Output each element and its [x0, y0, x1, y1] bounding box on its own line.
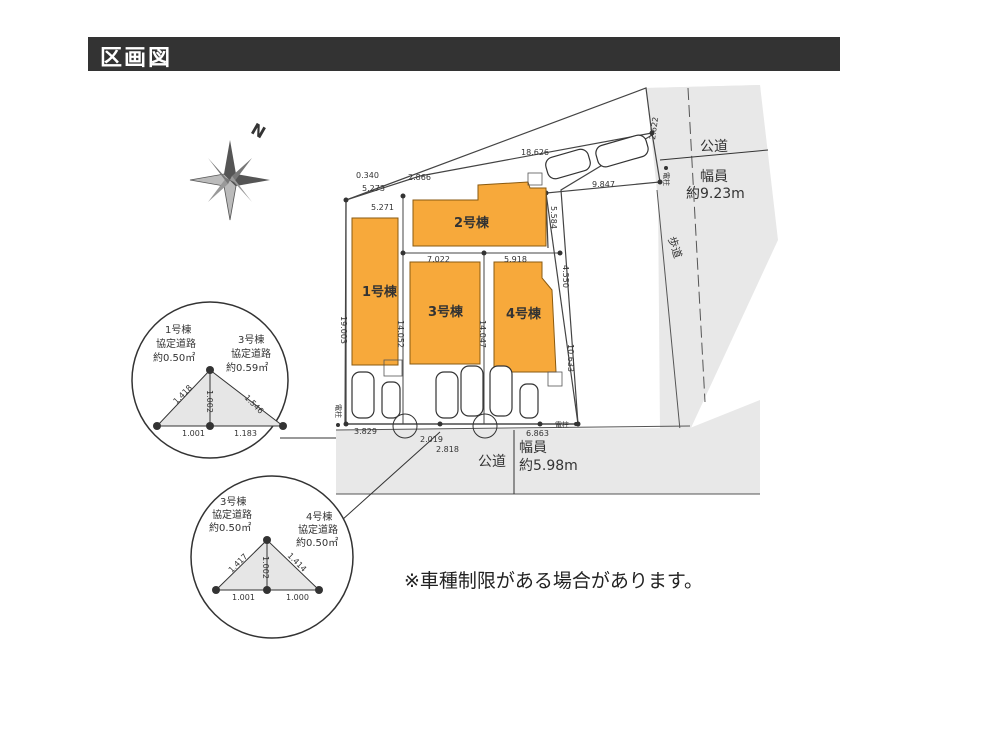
- dim-d6: 2.622: [648, 116, 660, 140]
- dim-d15: 10.633: [566, 344, 575, 372]
- page-title: 区画図: [100, 46, 173, 71]
- car-2: [381, 381, 401, 419]
- dim-d3: 18.626: [521, 148, 549, 157]
- inset-1-right-label: 3号棟: [238, 333, 264, 346]
- east-road-width-value: 約9.23m: [686, 186, 745, 202]
- south-road: [336, 400, 760, 494]
- inset-1-text: 1号棟 協定道路 約0.50㎡ 3号棟 協定道路 約0.59㎡ 1.418 1.…: [153, 323, 271, 438]
- inset-1-tri-right: [209, 368, 285, 427]
- dim-d8: 5.584: [549, 206, 558, 229]
- survey-points: [343, 130, 663, 427]
- inset-2-right-label: 4号棟: [306, 510, 332, 523]
- east-road-width-line: [659, 149, 769, 161]
- dim-d9: 7.022: [427, 255, 450, 264]
- dim-d12: 19.003: [339, 316, 348, 344]
- compass-icon: [189, 140, 270, 221]
- inset-1-left-area: 約0.50㎡: [153, 351, 195, 364]
- dimension-labels: 0.340 2.866 18.626 5.273 5.271 2.622 9.8…: [334, 116, 671, 454]
- pole-bottom-label: 電柱: [555, 420, 569, 429]
- building-1-label: 1号棟: [362, 284, 398, 300]
- building-4-label: 4号棟: [506, 306, 542, 322]
- building-2-label: 2号棟: [454, 215, 490, 231]
- dim-d5: 5.271: [371, 203, 394, 212]
- corner-marker-2: [472, 413, 498, 439]
- inset-2-dim-e: 1.000: [286, 593, 309, 602]
- east-road-width-label: 幅員: [700, 169, 728, 185]
- inset-2-left-sub: 協定道路: [212, 508, 252, 521]
- south-road-name: 公道: [478, 454, 506, 470]
- dim-d4: 5.273: [362, 184, 385, 193]
- pole-top-dot: [664, 166, 668, 170]
- inset-2-right-area: 約0.50㎡: [296, 536, 338, 549]
- building-3: [409, 261, 481, 365]
- pole-bottom-dot: [574, 422, 578, 426]
- inset-2-leader: [341, 431, 441, 521]
- south-road-width-value: 約5.98m: [519, 458, 578, 474]
- inset-2-dim-b: 1.002: [261, 556, 270, 579]
- east-road-area: [646, 85, 770, 430]
- inset-1-left-sub: 協定道路: [156, 337, 196, 350]
- stairs: [383, 172, 563, 387]
- building-2: [412, 181, 547, 247]
- pole-left-label: 電柱: [334, 404, 343, 418]
- dim-d16: 3.829: [354, 427, 377, 436]
- pole-left-dot: [336, 423, 340, 427]
- inset-2-left-label: 3号棟: [220, 495, 246, 508]
- inset-2-left-area: 約0.50㎡: [209, 521, 251, 534]
- car-1: [351, 371, 375, 419]
- pole-top-label: 電柱: [662, 172, 671, 186]
- inset-2-dim-d: 1.001: [232, 593, 255, 602]
- car-6: [519, 383, 539, 419]
- dim-d13: 14.052: [396, 320, 405, 348]
- inset-1-points: [153, 366, 287, 430]
- car-7: [545, 148, 591, 180]
- boundary-east: [545, 192, 579, 425]
- vehicle-restriction-note: ※車種制限がある場合があります。: [404, 570, 704, 592]
- inset-2-tri-right: [266, 538, 321, 591]
- east-road-edge: [656, 189, 681, 431]
- inset-1-dim-b: 1.002: [205, 390, 214, 413]
- south-road-width-label: 幅員: [519, 440, 547, 456]
- inset-1-dim-d: 1.001: [182, 429, 205, 438]
- building-3-label: 3号棟: [428, 304, 464, 320]
- dim-d11: 4.550: [561, 265, 570, 288]
- dim-d1: 0.340: [356, 171, 379, 180]
- dim-d2: 2.866: [408, 173, 431, 182]
- dim-d18: 2.818: [436, 445, 459, 454]
- car-8: [595, 134, 649, 168]
- dim-d10: 5.918: [504, 255, 527, 264]
- car-4: [460, 365, 484, 417]
- dim-d19: 6.863: [526, 429, 549, 438]
- inset-2-text: 3号棟 協定道路 約0.50㎡ 4号棟 協定道路 約0.50㎡ 1.417 1.…: [209, 495, 338, 602]
- car-5: [489, 365, 513, 417]
- sidewalk-line: [687, 87, 706, 403]
- dim-d7: 9.847: [592, 180, 615, 189]
- inset-2-right-sub: 協定道路: [298, 523, 338, 536]
- inset-2-points: [212, 536, 323, 594]
- dim-d14: 14.047: [478, 320, 487, 348]
- building-1: [351, 217, 399, 366]
- header-bar: 区画図: [88, 37, 840, 71]
- inset-1-right-area: 約0.59㎡: [226, 361, 268, 374]
- inset-1-right-sub: 協定道路: [231, 347, 271, 360]
- east-road-name: 公道: [700, 139, 728, 155]
- sidewalk-label: 歩道: [665, 235, 685, 260]
- inset-1-left-label: 1号棟: [165, 323, 191, 336]
- corner-marker-1: [392, 413, 418, 439]
- parked-cars: [351, 134, 649, 419]
- south-road-edge-top: [335, 425, 691, 431]
- inset-1-dim-e: 1.183: [234, 429, 257, 438]
- car-3: [435, 371, 459, 419]
